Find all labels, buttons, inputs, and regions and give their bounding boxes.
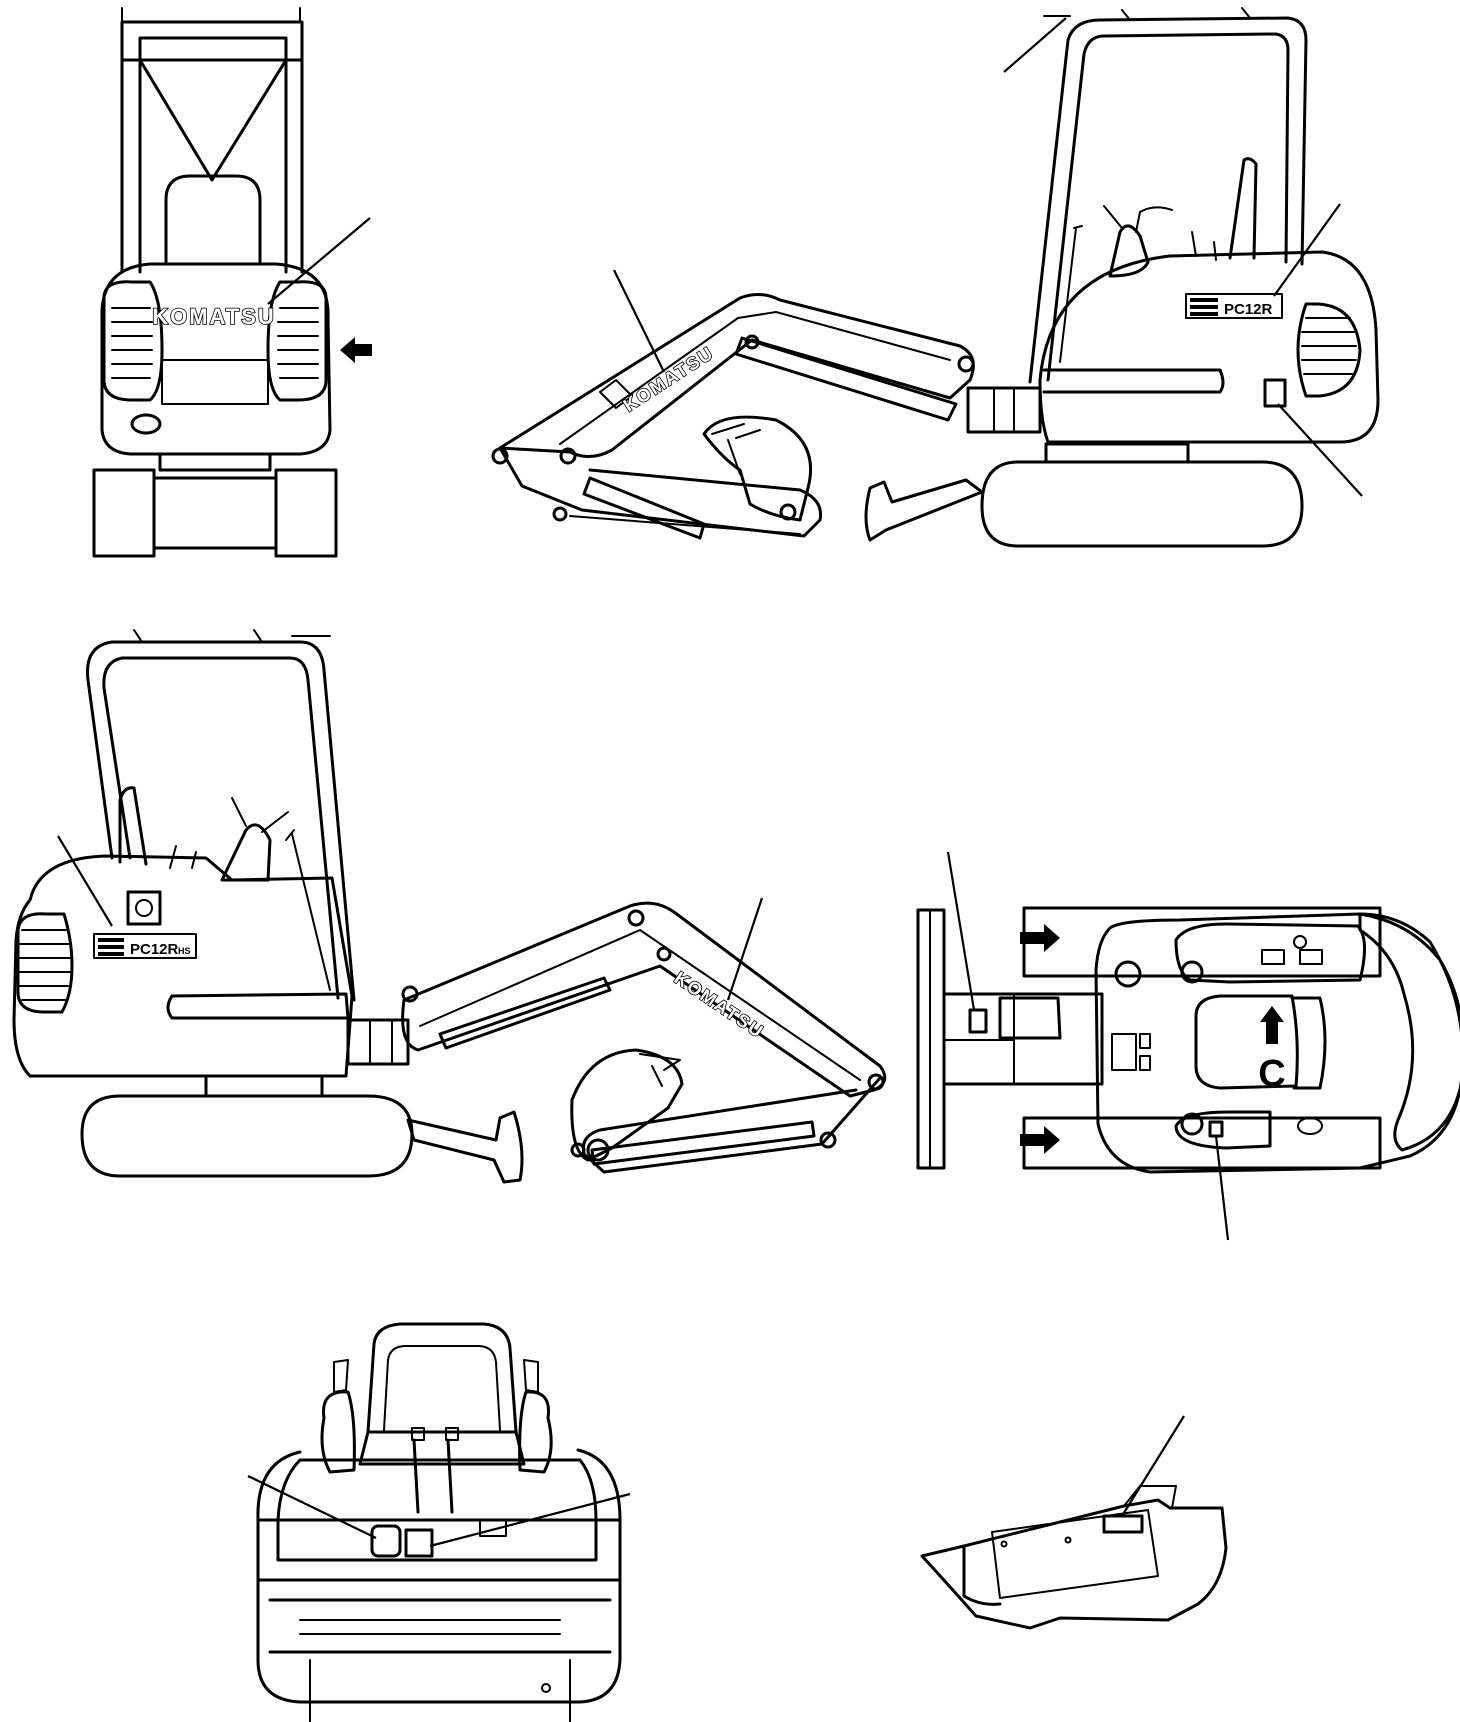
top-view: C (916, 851, 1460, 1241)
svg-text:HS: HS (178, 946, 191, 956)
arrow-right-icon-lower (1020, 1126, 1060, 1154)
rear-grille-side (1296, 302, 1362, 398)
top-console-label (1208, 1120, 1224, 1138)
view-c-label-square (404, 1528, 434, 1558)
left-boom-decal: KOMATSU (671, 968, 768, 1043)
top-bracket-label (968, 1008, 988, 1034)
side-label-square (1263, 378, 1287, 408)
left-grille (102, 280, 164, 402)
svg-text:PC12R: PC12R (130, 941, 179, 958)
arrow-up-icon (1260, 1006, 1284, 1044)
arrow-left-icon (340, 337, 372, 363)
side-model-decal: PC12R (1185, 293, 1283, 319)
view-c-label-round (370, 1524, 402, 1558)
front-brand-decal: KOMATSU (152, 304, 276, 329)
detail-label (1102, 1514, 1144, 1534)
right-side-view: PC12R KOMATSU (491, 7, 1380, 548)
left-side-view: PC12R HS KOMATSU (12, 629, 887, 1184)
view-c-label: C (1258, 1053, 1285, 1095)
right-boom: KOMATSU (491, 293, 975, 540)
front-view: KOMATSU (92, 7, 372, 558)
arrow-right-icon-upper (1020, 924, 1060, 952)
right-grille (266, 280, 328, 402)
detail-view (920, 1415, 1228, 1630)
left-boom: KOMATSU (401, 901, 887, 1174)
left-model-decal: PC12R HS (93, 933, 197, 959)
view-c (247, 1322, 631, 1722)
svg-text:PC12R: PC12R (1224, 301, 1273, 318)
rear-grille-left (16, 912, 74, 1014)
